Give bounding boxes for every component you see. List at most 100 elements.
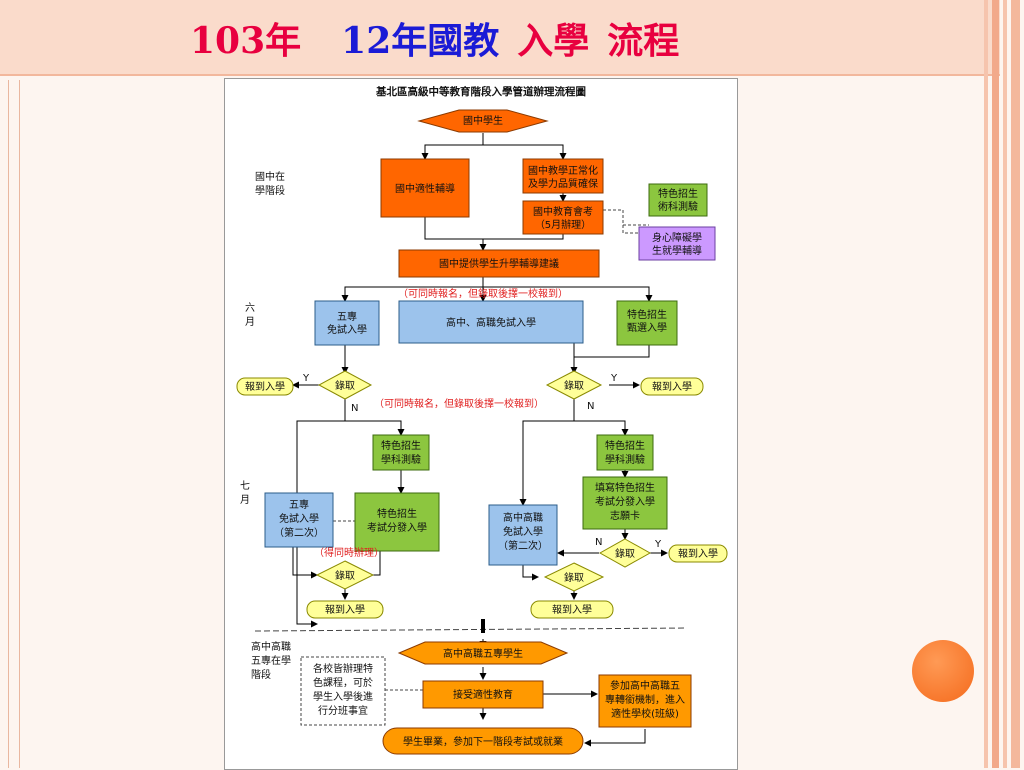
note-same-time: （得同時辦理） xyxy=(314,546,384,559)
right-stripe xyxy=(1003,0,1007,768)
flowchart-document: 基北區高級中等教育階段入學管道辦理流程圖 國中在 學階段 六 月 七 月 高中高… xyxy=(224,78,738,770)
no-label: N xyxy=(587,401,594,412)
decision-admit-label: 錄取 xyxy=(564,571,584,584)
hs-second-label: 免試入學 xyxy=(503,525,543,538)
decorative-orb xyxy=(912,640,974,702)
exam-label: 國中教育會考 xyxy=(533,205,593,218)
normalization-label: 及學力品質確保 xyxy=(528,177,598,190)
register-node xyxy=(530,600,614,619)
connectors xyxy=(292,133,668,747)
school-note-text: 色課程，可於 xyxy=(313,676,373,689)
transfer-label: 專轉銜機制，進入 xyxy=(605,693,685,706)
right-stripe xyxy=(984,0,988,768)
yes-label: Y xyxy=(302,373,310,384)
special-select-box xyxy=(616,300,678,346)
normalization-box xyxy=(522,158,604,194)
flowchart-svg: 基北區高級中等教育階段入學管道辦理流程圖 國中在 學階段 六 月 七 月 高中高… xyxy=(236,85,728,755)
fill-form-label: 志願卡 xyxy=(610,509,640,522)
register-label: 報到入學 xyxy=(552,603,592,616)
advice-box xyxy=(398,249,600,278)
graduate-label: 學生畢業，參加下一階段考試或就業 xyxy=(403,735,563,748)
exam-box xyxy=(522,200,604,235)
hs-second-label: （第二次） xyxy=(498,539,548,552)
slide-title: 103年 12年國教入學流程 xyxy=(190,12,679,64)
arts-test-label: 術科測驗 xyxy=(658,200,698,213)
hs-second-box xyxy=(488,504,558,566)
disability-label: 身心障礙學 xyxy=(652,231,702,244)
decision-admit xyxy=(545,370,603,400)
note-multi-register: （可同時報名，但錄取後擇一校報到） xyxy=(374,397,544,410)
counsel-box xyxy=(380,158,470,218)
right-stripe xyxy=(1011,0,1020,768)
fill-form-box xyxy=(582,476,668,530)
transfer-label: 參加高中高職五 xyxy=(610,679,680,692)
diagram-title: 基北區高級中等教育階段入學管道辦理流程圖 xyxy=(375,85,586,98)
hs-free-box xyxy=(398,300,584,344)
stage-label-senior: 高中高職 xyxy=(251,640,291,653)
jc-second-label: 免試入學 xyxy=(279,512,319,525)
disability-box xyxy=(638,226,716,261)
school-note-box xyxy=(300,656,386,726)
special-assign-label: 考試分發入學 xyxy=(367,521,427,534)
start-node xyxy=(417,109,549,133)
transfer-box xyxy=(598,674,692,728)
special-test-label: 特色招生 xyxy=(381,439,421,452)
register-label: 報到入學 xyxy=(678,547,718,560)
stage-label-senior: 階段 xyxy=(251,668,271,681)
start-node-label: 國中學生 xyxy=(463,114,503,127)
register-label: 報到入學 xyxy=(652,380,692,393)
title-process: 流程 xyxy=(607,20,680,62)
jc-second-label: 五專 xyxy=(289,498,309,511)
decision-admit xyxy=(315,560,375,590)
jc-second-box xyxy=(264,492,334,548)
title-year: 103年 xyxy=(190,20,302,62)
decision-admit-label: 錄取 xyxy=(335,379,355,392)
stage-divider-mark xyxy=(481,619,485,633)
advice-label: 國中提供學生升學輔導建議 xyxy=(439,257,559,270)
special-test-box xyxy=(372,434,430,471)
jc-free-label: 免試入學 xyxy=(327,323,367,336)
special-select-label: 甄選入學 xyxy=(627,321,667,334)
title-program: 12年國教 xyxy=(341,20,500,62)
stage-divider xyxy=(254,627,688,632)
senior-students-node xyxy=(397,641,569,665)
special-test-label: 學科測驗 xyxy=(605,453,645,466)
special-select-label: 特色招生 xyxy=(627,308,667,321)
special-test-label: 學科測驗 xyxy=(381,453,421,466)
right-stripe xyxy=(992,0,999,768)
special-test-box xyxy=(596,434,654,471)
decision-admit-label: 錄取 xyxy=(564,379,584,392)
note-multi-register: （可同時報名，但錄取後擇一校報到） xyxy=(398,287,568,300)
arts-test-label: 特色招生 xyxy=(658,187,698,200)
jc-free-label: 五專 xyxy=(337,310,357,323)
decision-admit xyxy=(317,370,373,400)
jc-second-label: （第二次） xyxy=(274,526,324,539)
month-label-july: 七 xyxy=(240,480,250,492)
adaptive-education-box xyxy=(422,680,544,709)
graduate-node xyxy=(382,727,584,755)
normalization-label: 國中教學正常化 xyxy=(528,164,598,177)
jc-free-box xyxy=(314,300,380,346)
decision-admit xyxy=(543,562,605,592)
register-label: 報到入學 xyxy=(325,603,365,616)
special-assign-label: 特色招生 xyxy=(377,507,417,520)
month-label-july: 月 xyxy=(240,494,250,506)
yes-label: Y xyxy=(654,539,662,550)
fill-form-label: 考試分發入學 xyxy=(595,495,655,508)
school-note-text: 學生入學後進 xyxy=(313,690,373,703)
counsel-label: 國中適性輔導 xyxy=(395,182,455,195)
stage-label-junior: 國中在 xyxy=(255,170,285,183)
decision-admit xyxy=(598,538,652,568)
no-label: N xyxy=(595,537,602,548)
hs-free-label: 高中、高職免試入學 xyxy=(446,316,536,329)
decision-admit-label: 錄取 xyxy=(615,547,635,560)
title-admission: 入學 xyxy=(517,20,590,62)
exam-label: （5月辦理） xyxy=(535,218,591,231)
no-label: N xyxy=(351,403,358,414)
slide-title-bar: 103年 12年國教入學流程 xyxy=(0,0,1000,76)
register-node xyxy=(640,377,704,396)
school-note-text: 行分班事宜 xyxy=(318,704,368,717)
school-note-text: 各校皆辦理特 xyxy=(313,662,373,675)
register-label: 報到入學 xyxy=(245,380,285,393)
left-frame-decoration xyxy=(8,80,20,768)
